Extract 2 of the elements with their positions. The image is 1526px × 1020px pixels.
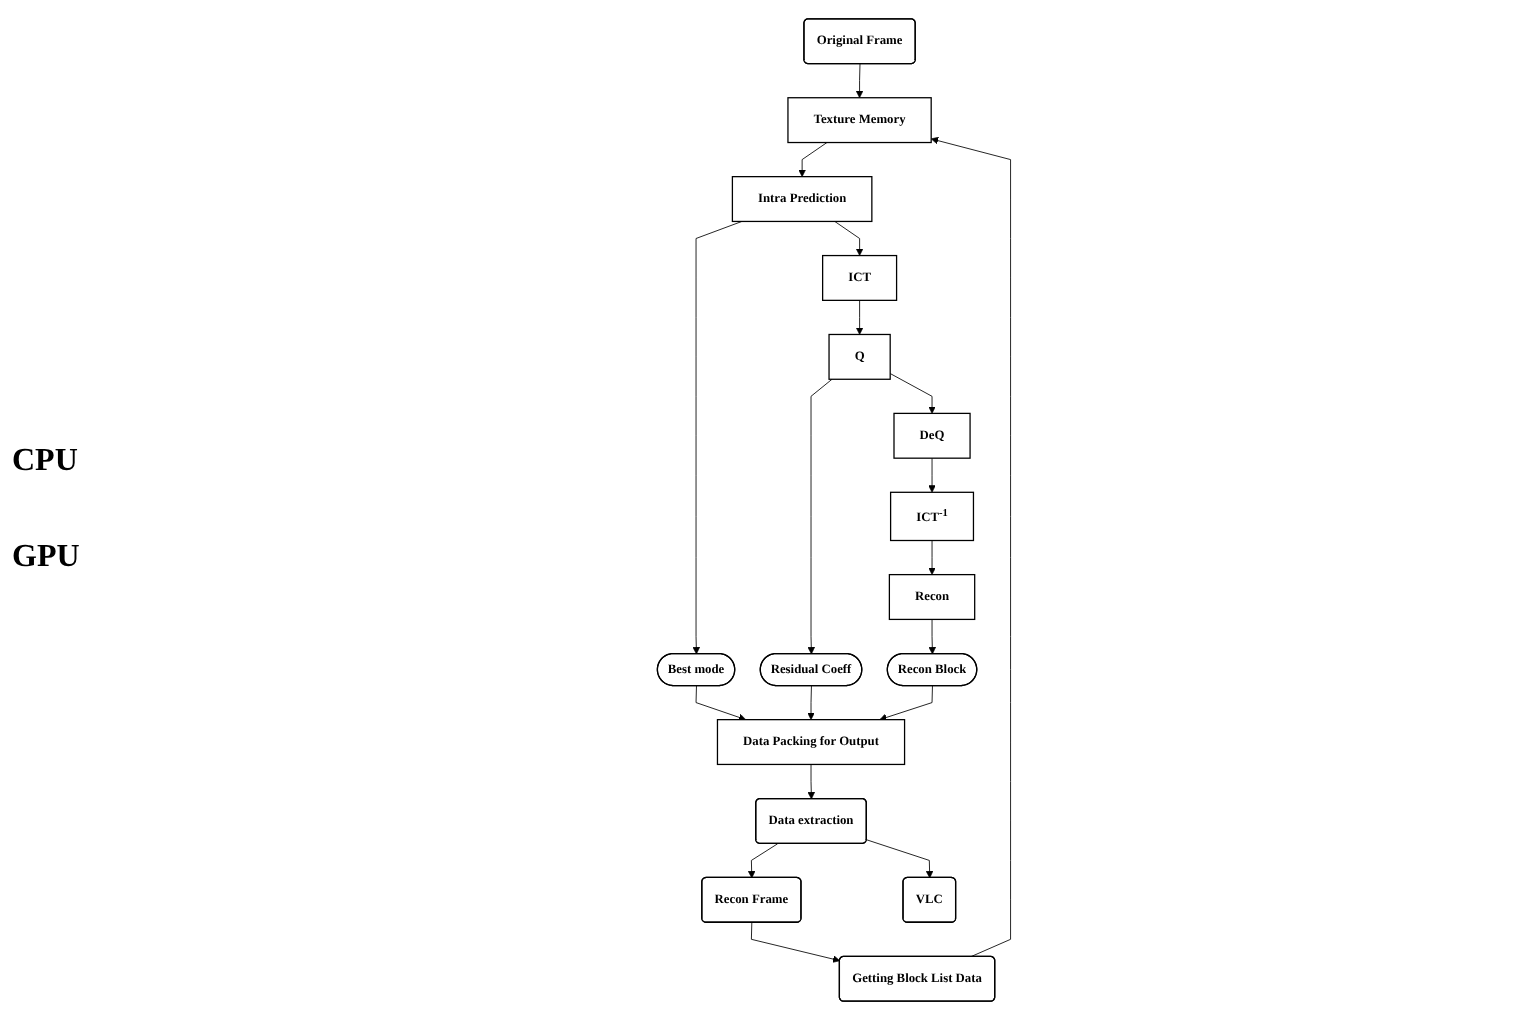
region-label: GPU: [12, 540, 82, 576]
region-label: CPU: [12, 444, 80, 480]
